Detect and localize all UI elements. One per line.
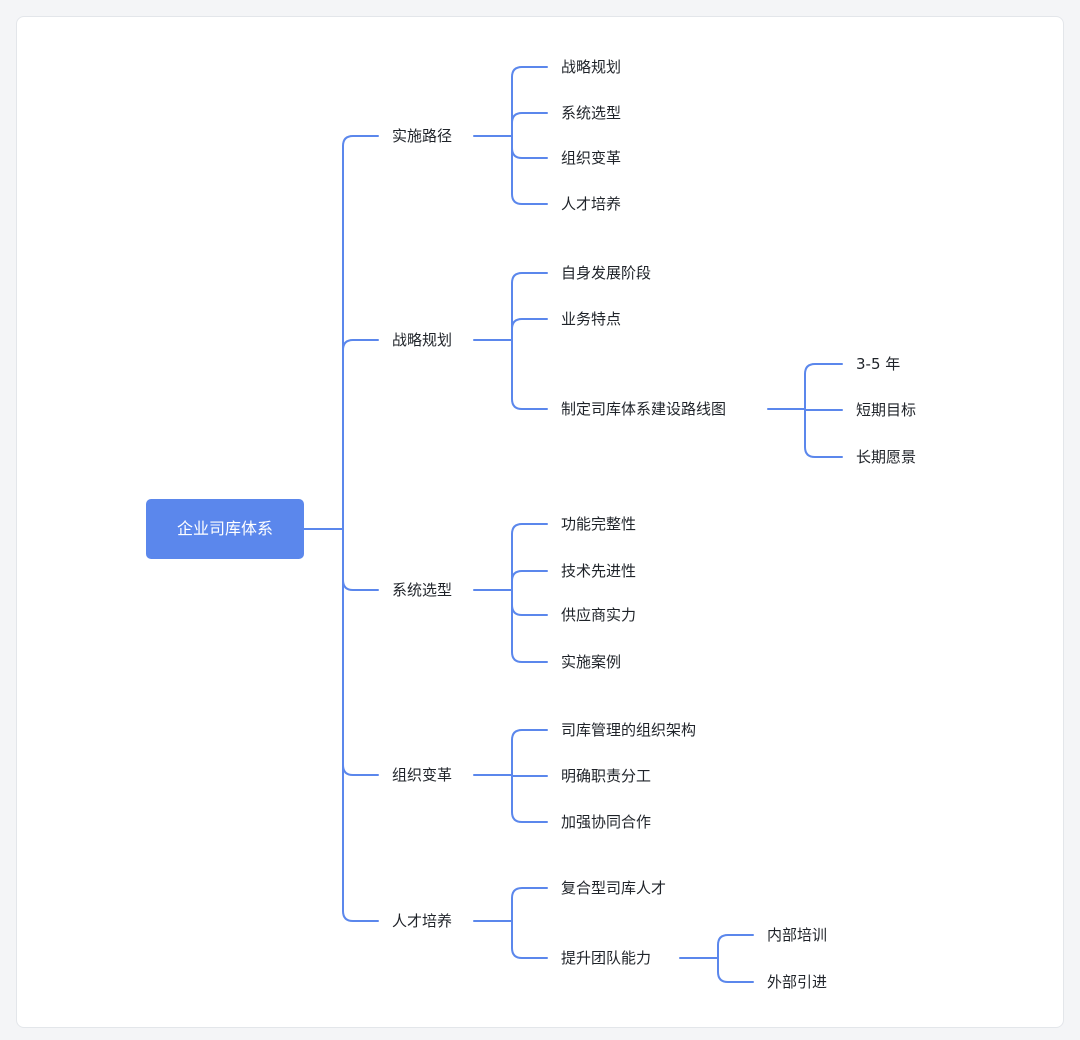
- branch-node[interactable]: 人才培养: [392, 912, 453, 930]
- connector-b1-c2: [511, 112, 548, 124]
- connector-b3-c3: [511, 604, 548, 616]
- connector-b2-bracket: [511, 272, 548, 410]
- sub-leaf-node[interactable]: 外部引进: [767, 973, 828, 991]
- leaf-node[interactable]: 技术先进性: [561, 562, 637, 580]
- leaf-node[interactable]: 明确职责分工: [561, 767, 652, 785]
- leaf-node[interactable]: 人才培养: [561, 195, 622, 213]
- leaf-node[interactable]: 组织变革: [561, 149, 622, 167]
- leaf-node[interactable]: 功能完整性: [561, 515, 637, 533]
- leaf-node[interactable]: 业务特点: [561, 310, 622, 328]
- connector-b3-c2: [511, 570, 548, 582]
- leaf-node[interactable]: 实施案例: [561, 653, 622, 671]
- sub-leaf-node[interactable]: 短期目标: [856, 401, 917, 419]
- connector-branch-3: [342, 579, 379, 591]
- branch-node[interactable]: 实施路径: [392, 127, 453, 145]
- sub-leaf-node[interactable]: 长期愿景: [856, 448, 917, 466]
- leaf-node[interactable]: 提升团队能力: [561, 949, 652, 967]
- leaf-node[interactable]: 复合型司库人才: [561, 879, 667, 897]
- sub-leaf-node[interactable]: 3-5 年: [856, 355, 901, 373]
- leaf-node[interactable]: 制定司库体系建设路线图: [561, 400, 727, 418]
- leaf-node[interactable]: 加强协同合作: [561, 813, 652, 831]
- connector-b1-bracket: [511, 66, 548, 205]
- root-node[interactable]: 企业司库体系: [146, 499, 304, 559]
- leaf-node[interactable]: 战略规划: [561, 58, 622, 76]
- connector-trunk: [342, 135, 379, 922]
- leaf-node[interactable]: 供应商实力: [561, 606, 637, 624]
- branch-node[interactable]: 系统选型: [392, 581, 453, 599]
- connector-b5-bracket: [511, 887, 548, 959]
- leaf-node[interactable]: 司库管理的组织架构: [561, 721, 697, 739]
- connector-b3-bracket: [511, 523, 548, 663]
- connector-b5-sub-bracket: [717, 934, 754, 983]
- connector-b2-c2: [511, 318, 548, 330]
- connector-b1-c3: [511, 147, 548, 159]
- branch-node[interactable]: 组织变革: [392, 766, 453, 784]
- connector-branch-2: [342, 339, 379, 351]
- leaf-node[interactable]: 自身发展阶段: [561, 264, 652, 282]
- branch-node[interactable]: 战略规划: [392, 331, 453, 349]
- sub-leaf-node[interactable]: 内部培训: [767, 926, 828, 944]
- connector-branch-4: [342, 764, 379, 776]
- leaf-node[interactable]: 系统选型: [561, 104, 622, 122]
